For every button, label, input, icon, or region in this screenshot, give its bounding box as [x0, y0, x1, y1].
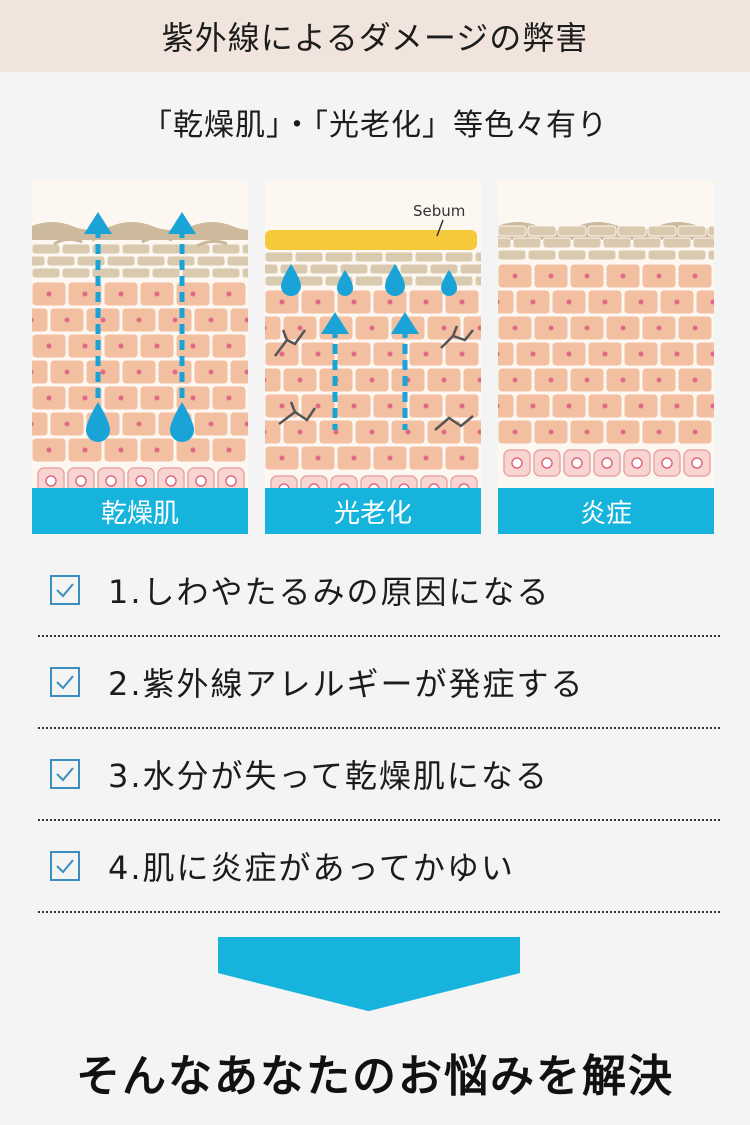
dry-skin-flakes	[53, 234, 228, 248]
bottom-headline: そんなあなたのお悩みを解決	[76, 1051, 674, 1102]
panel-photoaging: Sebum 光老化	[265, 180, 481, 534]
check-icon	[50, 667, 80, 697]
dry-skin-arrow-left	[84, 212, 112, 442]
checklist-item-text: 1.しわやたるみの原因になる	[108, 573, 551, 611]
sebum-label: Sebum	[413, 202, 465, 220]
dry-skin-arrow-right	[168, 212, 196, 442]
photoaging-illustration: Sebum	[265, 202, 481, 488]
water-drop-icon	[441, 270, 457, 296]
checklist-item: 1.しわやたるみの原因になる	[38, 545, 720, 637]
panel-inflammation: 炎症	[498, 180, 714, 534]
check-icon	[50, 759, 80, 789]
checklist-item: 3.水分が失って乾燥肌になる	[38, 729, 720, 821]
checklist-item-text: 4.肌に炎症があってかゆい	[108, 849, 515, 887]
water-drop-icon	[281, 264, 301, 296]
checklist-item: 2.紫外線アレルギーが発症する	[38, 637, 720, 729]
photoaging-drops	[281, 264, 457, 296]
header-banner: 紫外線によるダメージの弊害	[0, 0, 750, 72]
panel-label-inflammation: 炎症	[498, 488, 714, 534]
symptom-checklist: 1.しわやたるみの原因になる 2.紫外線アレルギーが発症する 3.水分が失って乾…	[38, 545, 720, 913]
checklist-item-text: 2.紫外線アレルギーが発症する	[108, 665, 585, 703]
panel-dry-skin: 乾燥肌	[32, 180, 248, 534]
checklist-item-text: 3.水分が失って乾燥肌になる	[108, 757, 549, 795]
panel-label-photoaging: 光老化	[265, 488, 481, 534]
sebum-layer	[265, 230, 477, 250]
chevron-down-icon	[218, 937, 520, 1011]
dry-skin-cells	[32, 222, 248, 488]
panel-label-dry-skin: 乾燥肌	[32, 488, 248, 534]
inflammation-cells	[498, 222, 714, 477]
photoaging-arrows	[321, 312, 419, 430]
checklist-item: 4.肌に炎症があってかゆい	[38, 821, 720, 913]
inflammation-illustration	[498, 222, 714, 477]
check-icon	[50, 851, 80, 881]
water-drop-icon	[170, 402, 194, 442]
subtitle: 「乾燥肌」・「光老化」等色々有り	[142, 108, 608, 143]
water-drop-icon	[385, 264, 405, 296]
check-icon	[50, 575, 80, 605]
dry-skin-illustration	[32, 212, 248, 488]
water-drop-icon	[337, 270, 353, 296]
water-drop-icon	[86, 402, 110, 442]
header-title: 紫外線によるダメージの弊害	[161, 19, 589, 57]
crack-icon	[274, 325, 474, 431]
